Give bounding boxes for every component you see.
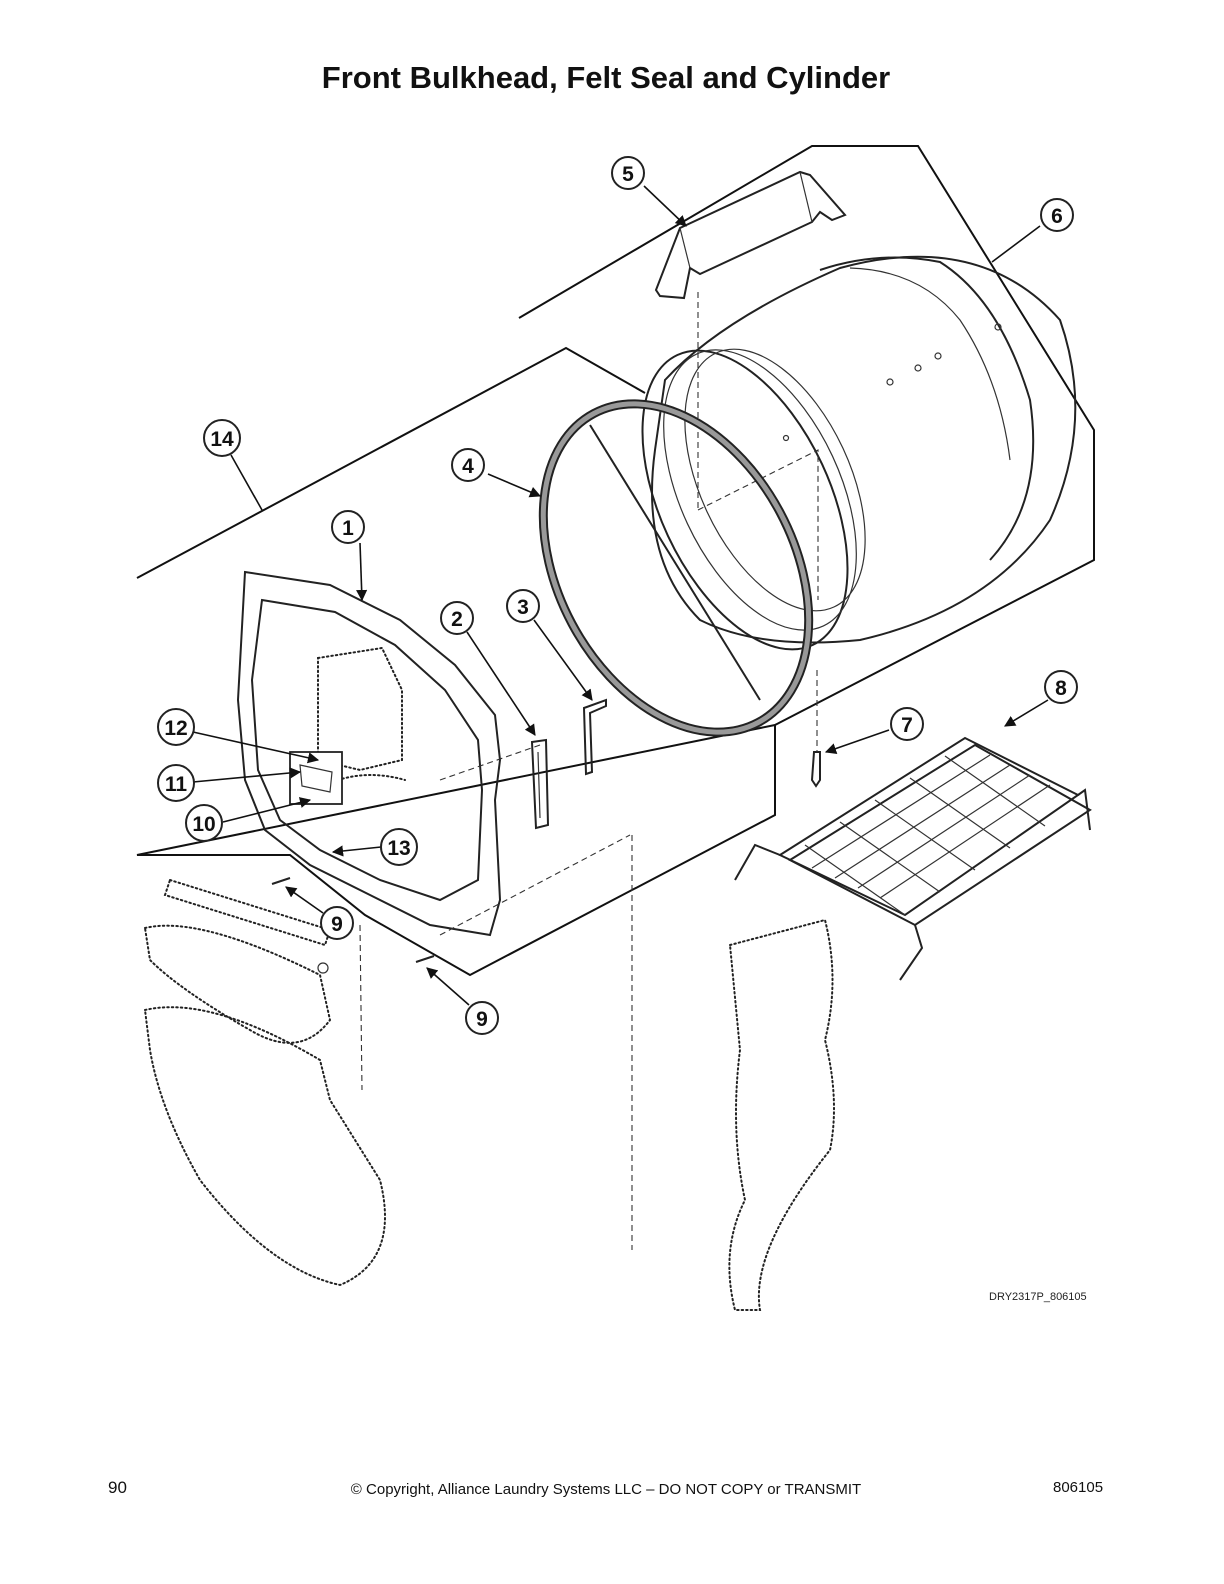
callout-1: 1 bbox=[331, 510, 365, 544]
cylinder-drum bbox=[641, 255, 1077, 651]
document-number: 806105 bbox=[1053, 1479, 1104, 1496]
hinge-bracket bbox=[530, 738, 550, 830]
svg-text:2: 2 bbox=[451, 608, 463, 631]
callout-9-upper: 9 bbox=[320, 906, 354, 940]
svg-text:14: 14 bbox=[210, 428, 234, 451]
svg-text:5: 5 bbox=[622, 163, 634, 186]
copyright-notice: © Copyright, Alliance Laundry Systems LL… bbox=[350, 1481, 862, 1498]
svg-text:4: 4 bbox=[462, 455, 474, 478]
leader-lines bbox=[192, 185, 1049, 1006]
callout-11: 11 bbox=[157, 764, 195, 802]
svg-text:3: 3 bbox=[517, 596, 529, 619]
callout-6: 6 bbox=[1040, 198, 1074, 232]
svg-text:9: 9 bbox=[331, 913, 343, 936]
callout-8: 8 bbox=[1044, 670, 1078, 704]
callout-7: 7 bbox=[890, 707, 924, 741]
drying-rack bbox=[734, 736, 1092, 981]
svg-text:11: 11 bbox=[165, 773, 188, 796]
callout-3: 3 bbox=[506, 589, 540, 623]
lint-duct-reference bbox=[143, 878, 835, 1311]
svg-text:1: 1 bbox=[342, 517, 354, 540]
screw-lower bbox=[415, 955, 435, 963]
bulkhead-group-outline bbox=[136, 346, 776, 977]
callout-12: 12 bbox=[157, 708, 195, 746]
callout-13: 13 bbox=[380, 828, 418, 866]
page-number: 90 bbox=[108, 1478, 127, 1497]
callout-9-lower: 9 bbox=[465, 1001, 499, 1035]
svg-text:13: 13 bbox=[387, 837, 410, 860]
svg-text:7: 7 bbox=[901, 714, 913, 737]
screw-fastener bbox=[317, 962, 329, 974]
screw bbox=[810, 670, 821, 788]
callout-4: 4 bbox=[451, 448, 485, 482]
callout-2: 2 bbox=[440, 601, 474, 635]
screw-left bbox=[271, 877, 291, 885]
page-title: Front Bulkhead, Felt Seal and Cylinder bbox=[321, 60, 891, 95]
cylinder-group-outline bbox=[518, 145, 1095, 726]
callout-14: 14 bbox=[203, 419, 241, 457]
svg-text:9: 9 bbox=[476, 1008, 488, 1031]
seal-retainer-strap bbox=[582, 698, 607, 776]
svg-text:6: 6 bbox=[1051, 205, 1063, 228]
callout-10: 10 bbox=[185, 804, 223, 842]
baffle bbox=[654, 170, 847, 300]
drawing-id: DRY2317P_806105 bbox=[989, 1291, 1087, 1303]
svg-text:10: 10 bbox=[192, 813, 215, 836]
svg-text:12: 12 bbox=[164, 717, 187, 740]
callout-5: 5 bbox=[611, 156, 645, 190]
svg-text:8: 8 bbox=[1055, 677, 1067, 700]
felt-seal bbox=[538, 399, 814, 737]
